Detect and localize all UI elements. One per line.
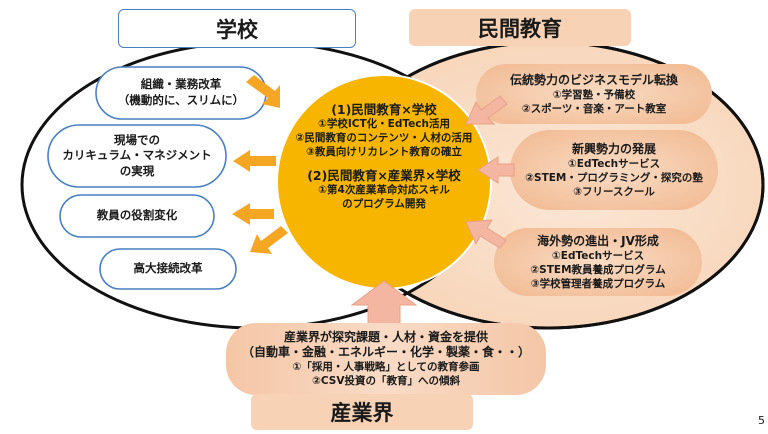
school-item-pill-4 <box>99 248 237 290</box>
school-item-2-line-1: 現場での <box>114 132 160 147</box>
pink-arrow-1 <box>465 95 508 125</box>
industry-box <box>226 323 546 395</box>
school-item-2-line-2: カリキュラム・マネジメント <box>62 148 212 163</box>
center-block1-title: (1)民間教育×学校 <box>331 102 437 117</box>
school-item-1-line-2: （機動的に、スリムに） <box>117 93 245 107</box>
private-group-2-item-3: ③フリースクール <box>573 186 655 199</box>
industry-item-2: ②CSV投資の「教育」への傾斜 <box>312 374 460 387</box>
center-text: (1)民間教育×学校 ①学校ICT化・EdTech活用 ②民間教育のコンテンツ・… <box>290 96 478 266</box>
school-item-4: 高大接続改革 <box>100 249 236 289</box>
industry-line-1: 産業界が探究課題・人材・資金を提供 <box>283 329 488 344</box>
school-item-1: 組織・業務改革 （機動的に、スリムに） <box>96 67 266 119</box>
center-block1-item-2: ②民間教育のコンテンツ・人材の活用 <box>295 131 473 144</box>
center-block2-item-2: のプログラム開発 <box>342 198 426 211</box>
private-group-3-item-2: ②STEM教員養成プログラム <box>530 264 666 276</box>
industry-header: 産業界 <box>251 394 473 430</box>
private-group-pill-2 <box>510 130 718 210</box>
industry-text: 産業界が探究課題・人材・資金を提供 （自動車・金融・エネルギー・化学・製薬・食・… <box>226 323 546 395</box>
orange-arrow-2 <box>233 150 276 172</box>
private-group-2-item-2: ②STEM・プログラミング・探究の塾 <box>525 172 703 184</box>
center-block2-title: (2)民間教育×産業界×学校 <box>307 168 461 184</box>
arrows-from-private <box>465 95 515 249</box>
school-header: 学校 <box>118 9 356 48</box>
center-block1-item-1: ①学校ICT化・EdTech活用 <box>318 118 450 131</box>
school-item-2: 現場での カリキュラム・マネジメント の実現 <box>48 125 226 187</box>
school-item-2-line-3: の実現 <box>119 163 155 178</box>
private-group-2-title: 新興勢力の発展 <box>571 141 656 156</box>
school-item-3: 教員の役割変化 <box>60 195 214 237</box>
private-ed-header: 民間教育 <box>409 9 631 46</box>
school-item-3-line-1: 教員の役割変化 <box>96 208 178 223</box>
industry-line-2: （自動車・金融・エネルギー・化学・製薬・食・・） <box>241 345 530 360</box>
school-item-pill-3 <box>59 194 215 238</box>
school-item-4-line-1: 高大接続改革 <box>133 261 203 276</box>
private-group-1: 伝統勢力のビジネスモデル転換 ①学習塾・予備校 ②スポーツ・音楽・アート教室 <box>476 64 712 124</box>
orange-arrow-3 <box>232 203 274 225</box>
private-group-2: 新興勢力の発展 ①EdTechサービス ②STEM・プログラミング・探究の塾 ③… <box>510 130 718 210</box>
private-group-3-item-1: ①EdTechサービス <box>551 249 645 262</box>
school-item-pill-2 <box>47 124 227 188</box>
arrows-to-school <box>232 75 288 254</box>
private-group-pill-3 <box>494 228 702 296</box>
private-group-1-title: 伝統勢力のビジネスモデル転換 <box>509 72 678 87</box>
orange-arrow-1 <box>246 75 280 108</box>
private-group-1-item-2: ②スポーツ・音楽・アート教室 <box>521 103 667 116</box>
pink-arrow-2 <box>477 156 515 184</box>
orange-arrow-4 <box>250 226 288 254</box>
center-block1-item-3: ③教員向けリカレント教育の確立 <box>306 145 462 158</box>
private-group-2-item-1: ①EdTechサービス <box>567 157 661 170</box>
private-group-3: 海外勢の進出・JV形成 ①EdTechサービス ②STEM教員養成プログラム ③… <box>494 228 702 296</box>
school-item-1-line-1: 組織・業務改革 <box>140 77 222 92</box>
private-group-pill-1 <box>476 64 712 124</box>
industry-item-1: ①「採用・人事戦略」としての教育参画 <box>292 360 480 373</box>
center-block2-item-1: ①第4次産業革命対応スキル <box>318 184 450 197</box>
private-group-3-item-3: ③学校管理者養成プログラム <box>530 278 666 291</box>
private-group-1-item-1: ①学習塾・予備校 <box>552 88 636 101</box>
private-group-3-title: 海外勢の進出・JV形成 <box>537 233 659 248</box>
pink-arrow-3 <box>465 219 507 249</box>
page-number: 5 <box>758 414 765 427</box>
